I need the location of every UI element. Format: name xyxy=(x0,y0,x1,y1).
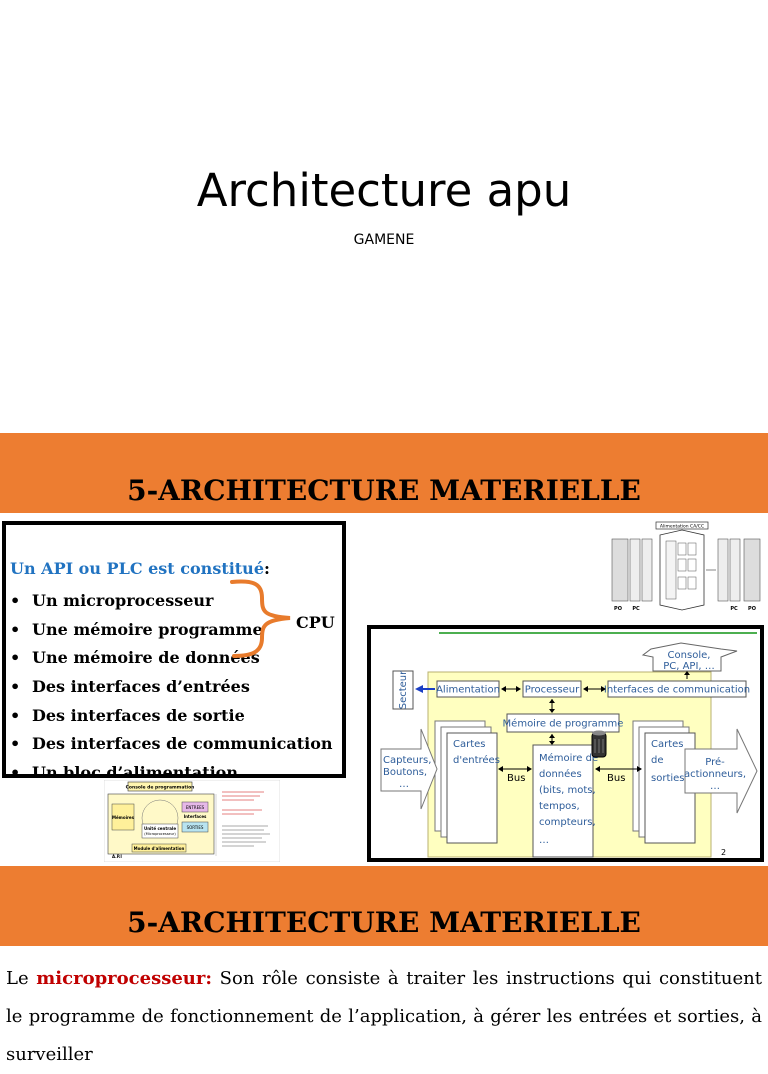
diagram-top-footer: PO xyxy=(614,606,622,612)
components-text-box: Un API ou PLC est constitué: • Un micropr… xyxy=(2,521,346,778)
pre-actionneurs-label: Pré- xyxy=(705,756,725,768)
list-item-text: Un bloc d’alimentation xyxy=(32,763,238,778)
bullet: • xyxy=(10,734,21,754)
list-item-text: Un microprocesseur xyxy=(32,591,214,610)
pre-actionneurs-label: … xyxy=(710,781,720,792)
diagram-small-unite: Unité centrale xyxy=(144,826,176,831)
intro-text: Un API ou PLC est constitué xyxy=(10,559,264,578)
architecture-diagram: Secteur Console, PC, API, … Alimentation… xyxy=(367,625,764,862)
slide-title: Architecture apu xyxy=(196,164,572,217)
heading-band xyxy=(0,866,768,946)
cartes-sorties-label: Cartes xyxy=(651,739,684,750)
intro-colon: : xyxy=(264,559,270,578)
memoire-programme-label: Mémoire de programme xyxy=(503,718,624,730)
bullet: • xyxy=(10,648,21,668)
memoire-donnees-label: tempos, xyxy=(539,801,580,812)
components-list: • Un microprocesseur • Une mémoire program… xyxy=(10,587,333,778)
memoire-donnees-label: Mémoire de xyxy=(539,752,598,764)
memoire-donnees-box xyxy=(532,744,594,858)
list-item: • Des interfaces de communication xyxy=(10,730,333,759)
plc-block-diagram: Alimentation CA/CC PO PC PC PO xyxy=(610,521,762,613)
console-label: Console, xyxy=(668,650,711,661)
cpu-label: CPU xyxy=(296,613,335,632)
bullet: • xyxy=(10,763,21,778)
microprocessor-paragraph: Le microprocesseur: Son rôle consiste à … xyxy=(6,960,762,1074)
capteurs-label: Boutons, xyxy=(383,767,427,778)
api-structure-diagram: Console de programmation Mémoires Unité … xyxy=(104,780,280,862)
cartes-entrees-label: Cartes xyxy=(453,739,486,750)
para-keyword: microprocesseur: xyxy=(36,968,213,989)
diagram-page-number: 2 xyxy=(721,848,726,857)
bullet: • xyxy=(10,619,21,639)
section-heading: 5-ARCHITECTURE MATERIELLE xyxy=(127,906,641,939)
list-item-text: Des interfaces d’entrées xyxy=(32,677,250,697)
intro-line: Un API ou PLC est constitué: xyxy=(10,559,270,578)
list-item-text: Des interfaces de communication xyxy=(32,734,333,754)
bullet: • xyxy=(10,591,21,610)
section-heading: 5-ARCHITECTURE MATERIELLE xyxy=(127,474,641,507)
processeur-label: Processeur xyxy=(525,685,580,696)
memoire-donnees-label: données xyxy=(539,768,582,780)
cartes-entrees-label: d'entrées xyxy=(453,754,500,766)
bus-label: Bus xyxy=(507,773,525,784)
secteur-label: Secteur xyxy=(398,670,409,709)
alimentation-box xyxy=(436,680,500,698)
memoire-donnees-label: compteurs, xyxy=(539,817,596,828)
diagram-top-title: Alimentation CA/CC xyxy=(660,524,704,530)
secteur-box xyxy=(392,670,414,710)
diagram-top-footer: PC xyxy=(730,606,738,612)
diagram-small-interfaces: Interfaces xyxy=(184,814,207,819)
memoire-donnees-label: (bits, mots, xyxy=(539,785,596,796)
heading-band xyxy=(0,433,768,513)
list-item: • Un microprocesseur xyxy=(10,587,333,616)
interfaces-comm-box xyxy=(607,680,747,698)
diagram-top-footer: PO xyxy=(748,606,756,612)
cartes-sorties-label: de xyxy=(651,755,664,766)
console-label: PC, API, … xyxy=(663,661,715,672)
list-item: • Une mémoire programme xyxy=(10,616,333,645)
para-body: Son rôle consiste à traiter les instruct… xyxy=(6,968,762,1065)
diagram-small-entrees: ENTREES xyxy=(186,805,205,810)
diagram-small-memoires: Mémoires xyxy=(112,815,135,820)
diagram-top-footer: PC xyxy=(632,606,640,612)
diagram-small-title: Console de programmation xyxy=(126,785,195,791)
memoire-programme-box xyxy=(506,713,620,733)
list-item: • Un bloc d’alimentation xyxy=(10,759,333,778)
diagram-small-sorties: SORTIES xyxy=(187,825,204,830)
processeur-box xyxy=(522,680,582,698)
bullet: • xyxy=(10,705,21,725)
capteurs-arrow xyxy=(380,728,438,810)
list-item: • Une mémoire de données xyxy=(10,644,333,673)
para-start: Le xyxy=(6,968,37,989)
slide-subtitle: GAMENE xyxy=(353,232,415,248)
arrowhead xyxy=(415,685,423,693)
cartes-sorties-label: sorties xyxy=(651,773,685,784)
diagram-small-api: A.P.I xyxy=(112,854,122,859)
list-item-text: Des interfaces de sortie xyxy=(32,705,245,725)
cartes-entrees-box xyxy=(446,732,498,844)
list-item-text: Une mémoire programme xyxy=(32,619,263,639)
pre-actionneurs-arrow xyxy=(684,728,758,814)
alimentation-label: Alimentation xyxy=(436,685,500,696)
interfaces-comm-label: Interfaces de communication xyxy=(604,685,750,696)
capteurs-label: … xyxy=(399,779,409,790)
list-item: • Des interfaces de sortie xyxy=(10,702,333,731)
memoire-donnees-label: … xyxy=(539,835,549,846)
bus-label: Bus xyxy=(607,773,625,784)
capteurs-label: Capteurs, xyxy=(383,755,431,766)
diagram-small-module: Module d'alimentation xyxy=(134,846,185,851)
pre-actionneurs-label: actionneurs, xyxy=(684,769,746,780)
list-item-text: Une mémoire de données xyxy=(32,648,260,668)
diagram-small-micro: (Microprocesseur) xyxy=(144,832,176,836)
list-item: • Des interfaces d’entrées xyxy=(10,673,333,702)
battery-icon xyxy=(591,730,607,758)
bullet: • xyxy=(10,677,21,697)
cpu-brace xyxy=(230,579,291,658)
console-shape xyxy=(641,642,738,672)
